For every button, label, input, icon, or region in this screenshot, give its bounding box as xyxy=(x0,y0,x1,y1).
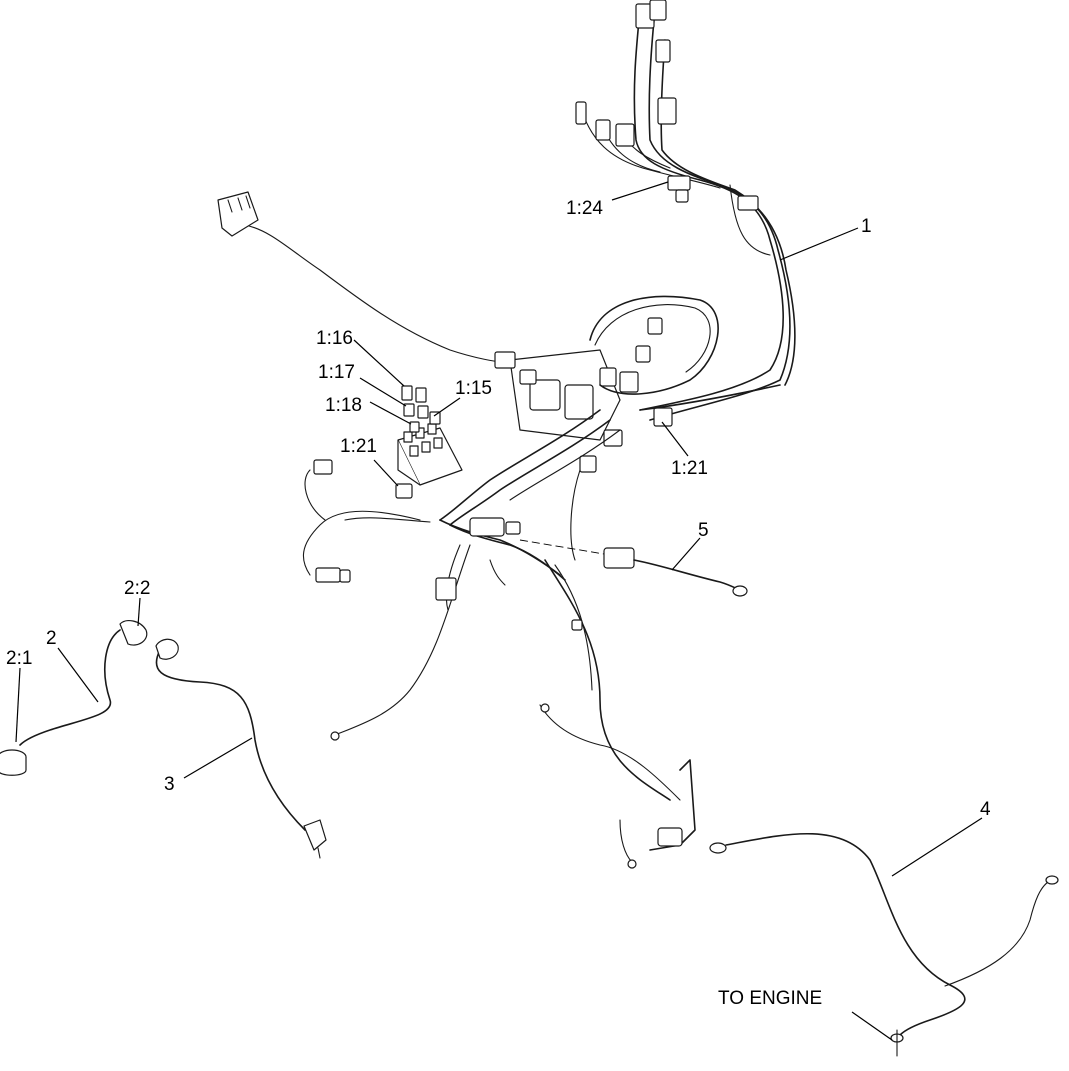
callout-1-21-left: 1:21 xyxy=(340,436,377,457)
callout-1-24: 1:24 xyxy=(566,198,603,219)
callout-labels: 1 1:24 1:16 1:17 1:18 1:15 1:21 1:21 5 2… xyxy=(6,198,991,1009)
leader-lines xyxy=(15,181,983,1041)
connector-1-21-left xyxy=(395,483,413,499)
callout-to-engine: TO ENGINE xyxy=(718,988,822,1009)
callout-2: 2 xyxy=(46,628,57,649)
callout-1-21-right: 1:21 xyxy=(671,458,708,479)
connector-2-2 xyxy=(119,620,148,646)
callout-2-1: 2:1 xyxy=(6,648,32,669)
connector-1-24 xyxy=(667,175,691,191)
central-relay-block xyxy=(494,317,673,473)
callout-1-18: 1:18 xyxy=(325,395,362,416)
cable-4 xyxy=(709,833,1059,1057)
callout-4: 4 xyxy=(980,799,991,820)
fuse-1-17 xyxy=(403,403,415,417)
main-harness xyxy=(217,0,796,869)
callout-2-2: 2:2 xyxy=(124,578,150,599)
inline-connector-center xyxy=(469,517,505,537)
cable-5 xyxy=(519,539,748,597)
fuse-1-18 xyxy=(409,421,420,433)
callout-1-17: 1:17 xyxy=(318,362,355,383)
cable-2 xyxy=(0,620,148,776)
callout-1: 1 xyxy=(861,216,872,237)
fuse-1-16 xyxy=(401,385,413,401)
callout-5: 5 xyxy=(698,520,709,541)
callout-1-16: 1:16 xyxy=(316,328,353,349)
callout-1-15: 1:15 xyxy=(455,378,492,399)
fuse-1-15 xyxy=(429,411,441,425)
callout-3: 3 xyxy=(164,774,175,795)
cable-3 xyxy=(155,638,327,859)
connector-1-21-right xyxy=(653,407,673,427)
fuse-block xyxy=(397,423,463,486)
